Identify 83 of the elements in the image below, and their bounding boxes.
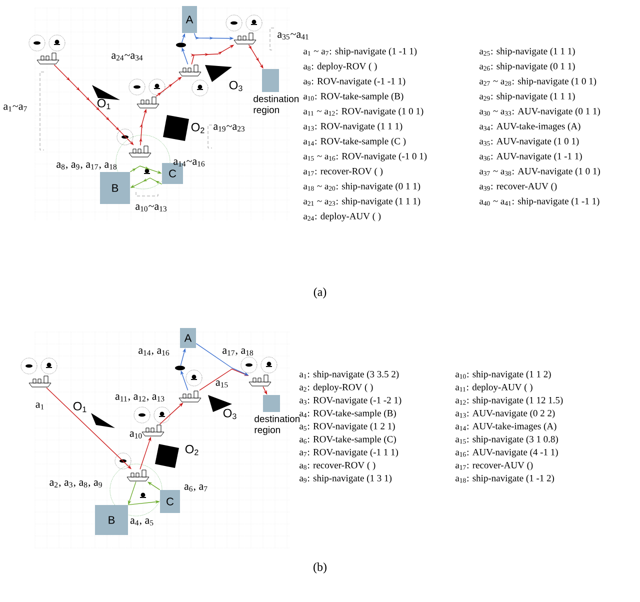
- action-list-item: a$_{8}$: recover-ROV ( ): [300, 462, 376, 470]
- action-list-item: a$_{13}$: AUV-navigate (0 2 2): [456, 410, 555, 418]
- action-list-item: a$_{16}$: AUV-navigate (4 -1 1): [456, 448, 558, 458]
- action-list-item: a$_{29}$: ship-navigate (1 1 1): [480, 92, 575, 102]
- action-list-item: a$_{9}$: ROV-navigate (-1 -1 1): [304, 78, 406, 86]
- obstacle-label: O$_{2}$: [191, 122, 204, 134]
- action-label: a$_{14}$, a$_{16}$: [138, 348, 170, 356]
- action-list-item: a$_{14}$: AUV-take-images (A): [456, 422, 556, 432]
- action-list-item: a$_{6}$: ROV-take-sample (C): [300, 436, 396, 444]
- target-square: C: [160, 490, 180, 513]
- ship-icon: [248, 374, 272, 386]
- obstacle-label: O$_{3}$: [223, 408, 236, 420]
- ship-icon: [128, 146, 152, 158]
- auv-icon: [176, 42, 186, 48]
- action-label: a$_{1}$~a$_{7}$: [4, 104, 27, 112]
- ship-icon: [142, 424, 164, 436]
- target-square: A: [182, 6, 197, 33]
- ship-icon: [28, 376, 52, 388]
- target-square: B: [95, 505, 128, 535]
- action-list-item: a$_{2}$: deploy-ROV ( ): [300, 384, 373, 392]
- action-label: a$_{6}$, a$_{7}$: [184, 484, 208, 492]
- action-label: a$_{17}$, a$_{18}$: [222, 348, 254, 356]
- obstacle-label: O$_{2}$: [185, 444, 198, 456]
- action-list-item: a$_{9}$: ship-navigate (1 3 1): [300, 474, 392, 484]
- destination-region: destination region: [254, 69, 299, 116]
- subfigure-caption: (a): [314, 288, 326, 298]
- action-list-item: a$_{5}$: ROV-navigate (1 2 1): [300, 422, 395, 432]
- target-square: B: [100, 172, 130, 204]
- obstacle-label: O$_{1}$: [73, 402, 86, 412]
- action-list-item: a$_{1}$ ~ a$_{7}$: ship-navigate (1 -1 1): [304, 48, 417, 56]
- action-list-item: a$_{15}$ ~ a$_{16}$: ROV-navigate (-1 0 1): [304, 152, 427, 162]
- action-list-item: a$_{3}$: ROV-navigate (-1 -2 1): [300, 396, 402, 406]
- action-list-item: a$_{1}$: ship-navigate (3 3.5 2): [300, 370, 399, 380]
- action-list-item: a$_{14}$: ROV-take-sample (C ): [304, 138, 406, 146]
- ship-icon: [178, 64, 202, 76]
- action-list-item: a$_{15}$: ship-navigate (3 1 0.8): [456, 436, 558, 444]
- action-label: a$_{2}$, a$_{3}$, a$_{8}$, a$_{9}$: [50, 480, 102, 488]
- action-list-item: a$_{34}$: AUV-take-images (A): [480, 122, 580, 132]
- action-label: a$_{19}$~a$_{23}$: [214, 124, 245, 132]
- action-list-item: a$_{10}$: ship-navigate (1 1 2): [456, 370, 551, 380]
- action-list-item: a$_{7}$: ROV-navigate (-1 1 1): [300, 448, 398, 458]
- action-list-item: a$_{24}$: deploy-AUV ( ): [304, 212, 381, 222]
- ship-icon: [178, 390, 202, 402]
- action-list-item: a$_{30}$ ~ a$_{33}$: AUV-navigate (0 1 1): [480, 108, 600, 116]
- ship-icon: [126, 470, 150, 482]
- action-list-item: a$_{17}$: recover-AUV (): [456, 462, 533, 470]
- action-list-item: a$_{26}$: ship-navigate (0 1 1): [480, 62, 575, 72]
- auv-icon: [175, 366, 185, 370]
- obstacle-label: O$_{1}$: [97, 98, 110, 110]
- ship-icon: [36, 52, 60, 64]
- action-list-item: a$_{17}$: recover-ROV ( ): [304, 168, 383, 176]
- action-label: a$_{11}$, a$_{12}$, a$_{13}$: [115, 394, 164, 402]
- action-label: a$_{15}$: [216, 380, 228, 388]
- ship-icon: [234, 32, 256, 44]
- action-list-item: a$_{12}$: ship-navigate (1 12 1.5): [456, 396, 563, 406]
- action-list-item: a$_{11}$: deploy-AUV ( ): [456, 384, 532, 392]
- subfigure-caption: (b): [314, 562, 326, 574]
- action-label: a$_{10}$~a$_{13}$: [136, 204, 167, 212]
- action-label: a$_{35}$~a$_{41}$: [278, 32, 308, 40]
- action-list-item: a$_{25}$: ship-navigate (1 1 1): [480, 48, 575, 56]
- action-list-item: a$_{18}$ ~ a$_{20}$: ship-navigate (0 1 1): [304, 182, 420, 192]
- action-list-item: a$_{39}$: recover-AUV (): [480, 182, 557, 192]
- action-list-item: a$_{27}$ ~ a$_{28}$: ship-navigate (1 0 1): [480, 78, 596, 86]
- action-label: a$_{8}$, a$_{9}$, a$_{17}$, a$_{18}$: [56, 162, 117, 170]
- action-list-item: a$_{11}$ ~ a$_{12}$: ROV-navigate (1 0 1): [304, 108, 424, 116]
- action-list-item: a$_{37}$ ~ a$_{38}$: AUV-navigate (1 0 1): [480, 168, 600, 176]
- target-square: A: [180, 328, 196, 348]
- action-label: a$_{4}$, a$_{5}$: [130, 518, 154, 526]
- action-list-item: a$_{18}$: ship-navigate (1 -1 2): [456, 474, 554, 484]
- action-list-item: a$_{21}$ ~ a$_{23}$: ship-navigate (1 1 1): [304, 198, 420, 206]
- action-list-item: a$_{8}$: deploy-ROV ( ): [304, 62, 377, 72]
- action-list-item: a$_{35}$: AUV-navigate (1 0 1): [480, 138, 579, 146]
- action-list-item: a$_{10}$: ROV-take-sample (B): [304, 92, 404, 102]
- ship-icon: [136, 96, 160, 108]
- action-label: a$_{1}$: [36, 402, 44, 410]
- action-label: a$_{24}$~a$_{34}$: [112, 54, 143, 60]
- node-label: destination region: [254, 95, 299, 116]
- action-label: a$_{10}$: [130, 432, 142, 438]
- action-list-item: a$_{4}$: ROV-take-sample (B): [300, 410, 396, 418]
- action-list-item: a$_{36}$: AUV-navigate (1 -1 1): [480, 152, 582, 162]
- action-list-item: a$_{40}$ ~ a$_{41}$: ship-navigate (1 -1 1): [480, 198, 600, 206]
- obstacle-label: O$_{3}$: [229, 80, 242, 92]
- action-list-item: a$_{13}$: ROV-navigate (1 1 1): [304, 122, 402, 132]
